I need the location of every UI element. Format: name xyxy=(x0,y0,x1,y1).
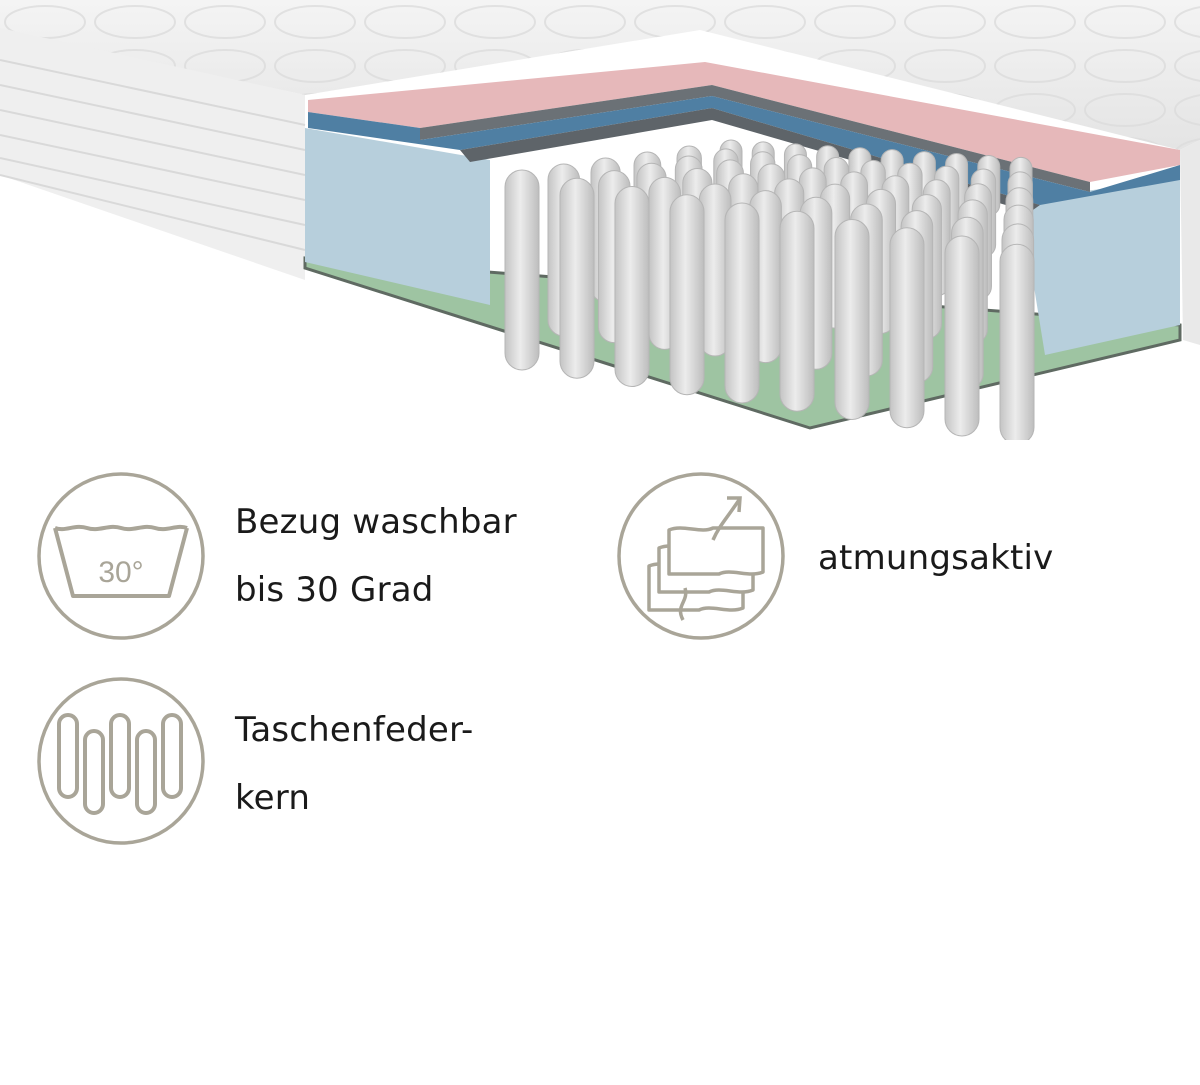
pocket-spring xyxy=(504,169,540,371)
pocket-spring xyxy=(779,210,815,412)
foam-wall-left xyxy=(305,128,490,305)
pocket-spring xyxy=(669,194,705,396)
pocket-springs-core xyxy=(504,139,1035,440)
feature-washable-line-1: Bezug waschbar xyxy=(235,502,517,542)
pocket-spring xyxy=(889,227,925,429)
mattress-cutaway-illustration xyxy=(0,0,1200,440)
wash-30-icon: 30° xyxy=(37,472,205,640)
pocket-spring xyxy=(614,186,650,387)
feature-breathable-line-1: atmungsaktiv xyxy=(818,538,1054,578)
foam-wall-right xyxy=(1020,178,1180,355)
layer-grey-2 xyxy=(460,108,1040,212)
pocket-spring xyxy=(834,219,870,420)
pocket-spring xyxy=(724,202,760,404)
pocket-spring xyxy=(999,243,1035,440)
breathable-layers-icon xyxy=(617,472,785,640)
pocket-spring xyxy=(944,235,980,437)
feature-pocket-springs-line-1: Taschenfeder- xyxy=(235,710,474,750)
layer-top-comfort xyxy=(308,62,1180,182)
feature-washable-line-2: bis 30 Grad xyxy=(235,570,434,610)
feature-pocket-springs-line-2: kern xyxy=(235,778,311,818)
pocket-spring xyxy=(559,177,595,379)
mattress-cover xyxy=(0,0,1200,345)
pocket-springs-icon xyxy=(37,677,205,845)
wash-temperature-label: 30° xyxy=(98,556,143,589)
layer-grey-1 xyxy=(420,85,1090,192)
